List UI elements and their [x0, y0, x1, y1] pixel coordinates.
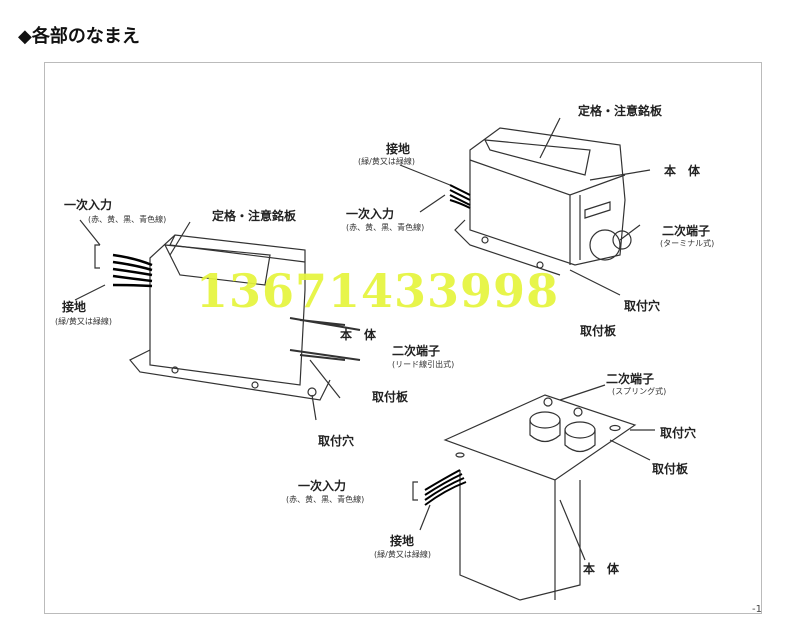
page-mark: -1 [752, 604, 762, 615]
unit-b-hole-label: 取付穴 [624, 299, 661, 313]
section-heading: ◆各部のなまえ [18, 26, 140, 47]
unit-a-primary-sub: (赤、黄、黒、青色線) [88, 215, 167, 224]
unit-c-ground-sub: (緑/黄又は緑線) [374, 550, 431, 559]
unit-b-nameplate-label: 定格・注意銘板 [578, 104, 663, 118]
unit-b-ground-label: 接地 [386, 142, 411, 156]
unit-c-body-label: 本 体 [583, 562, 620, 576]
unit-b-secondary-label: 二次端子 [662, 224, 711, 238]
unit-c-primary-label: 一次入力 [298, 479, 347, 493]
unit-c-secondary-label: 二次端子 [606, 372, 655, 386]
unit-c-ground-label: 接地 [390, 534, 415, 548]
unit-c-plate-label: 取付板 [652, 462, 689, 476]
unit-c-hole-label: 取付穴 [660, 426, 697, 440]
unit-a-drawing [74, 219, 361, 421]
unit-a-ground-sub: (緑/黄又は緑線) [55, 317, 112, 326]
diagram-frame [44, 62, 762, 614]
unit-a-secondary-label: 二次端子 [392, 344, 441, 358]
watermark-phone-number: 13671433998 [196, 264, 560, 318]
unit-a-ground-label: 接地 [62, 300, 87, 314]
unit-a-nameplate-label: 定格・注意銘板 [212, 209, 297, 223]
unit-b-ground-sub: (緑/黄又は緑線) [358, 157, 415, 166]
unit-a-body-label: 本 体 [340, 328, 377, 342]
unit-c-drawing [412, 384, 655, 601]
unit-c-secondary-sub: (スプリング式) [612, 387, 667, 396]
unit-a-secondary-sub: (リード線引出式) [392, 360, 455, 369]
unit-b-drawing [399, 117, 651, 296]
unit-b-body-label: 本 体 [664, 164, 701, 178]
unit-a-plate-label: 取付板 [372, 390, 409, 404]
unit-b-plate-label: 取付板 [580, 324, 617, 338]
unit-b-primary-sub: (赤、黄、黒、青色線) [346, 223, 425, 232]
unit-a-hole-label: 取付穴 [318, 434, 355, 448]
unit-b-secondary-sub: (ターミナル式) [660, 239, 715, 248]
unit-a-primary-label: 一次入力 [64, 198, 113, 212]
unit-b-primary-label: 一次入力 [346, 207, 395, 221]
unit-c-primary-sub: (赤、黄、黒、青色線) [286, 495, 365, 504]
